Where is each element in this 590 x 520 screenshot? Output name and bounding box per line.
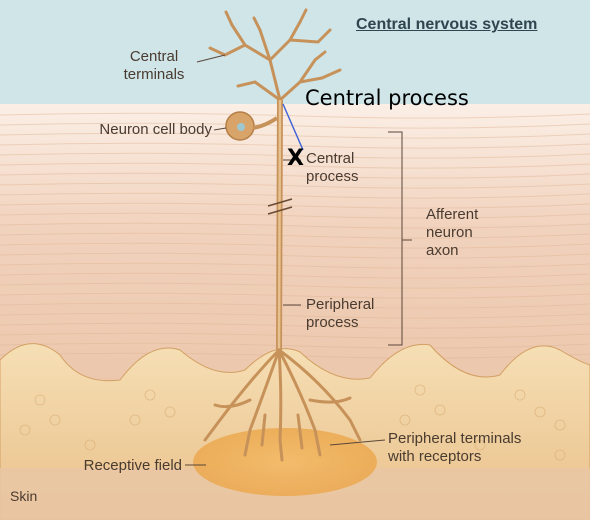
cns-region-label: Central nervous system [356, 16, 538, 33]
label-peripheral-process: Peripheral process [306, 296, 374, 332]
label-afferent-line3: axon [426, 242, 459, 259]
label-peripheral-process-line1: Peripheral [306, 296, 375, 313]
label-peripheral-terminals-line1: Peripheral terminals [388, 430, 522, 447]
label-central-process: Central process [306, 150, 359, 186]
label-afferent-neuron-axon: Afferent neuron axon [426, 206, 478, 260]
label-neuron-cell-body: Neuron cell body [99, 121, 212, 138]
receptive-field [193, 428, 377, 496]
x-mark: X [287, 146, 304, 171]
peripheral-terminals [203, 348, 362, 462]
axon-break [267, 198, 293, 215]
label-central-process-line1: Central [306, 150, 355, 167]
label-central-terminals-line1: Central [129, 48, 179, 65]
annotation-central-process: Central process [305, 86, 469, 110]
label-receptive-field: Receptive field [83, 457, 182, 474]
label-peripheral-terminals-line2: with receptors [388, 448, 482, 465]
leader-peripheral-terminals [329, 439, 386, 446]
annotation-pointer-line [282, 103, 304, 151]
label-afferent-line1: Afferent [426, 206, 479, 223]
label-central-terminals: Central terminals [112, 48, 196, 84]
label-peripheral-process-line2: process [306, 314, 359, 331]
label-peripheral-terminals: Peripheral terminals with receptors [388, 430, 521, 466]
label-afferent-line2: neuron [426, 224, 473, 241]
label-central-process-line2: process [306, 168, 359, 185]
label-skin: Skin [10, 488, 38, 504]
label-central-terminals-line2: terminals [123, 66, 185, 83]
leader-cell-body [213, 127, 227, 131]
leader-central-terminals [196, 54, 226, 63]
axon-bracket [388, 131, 403, 346]
